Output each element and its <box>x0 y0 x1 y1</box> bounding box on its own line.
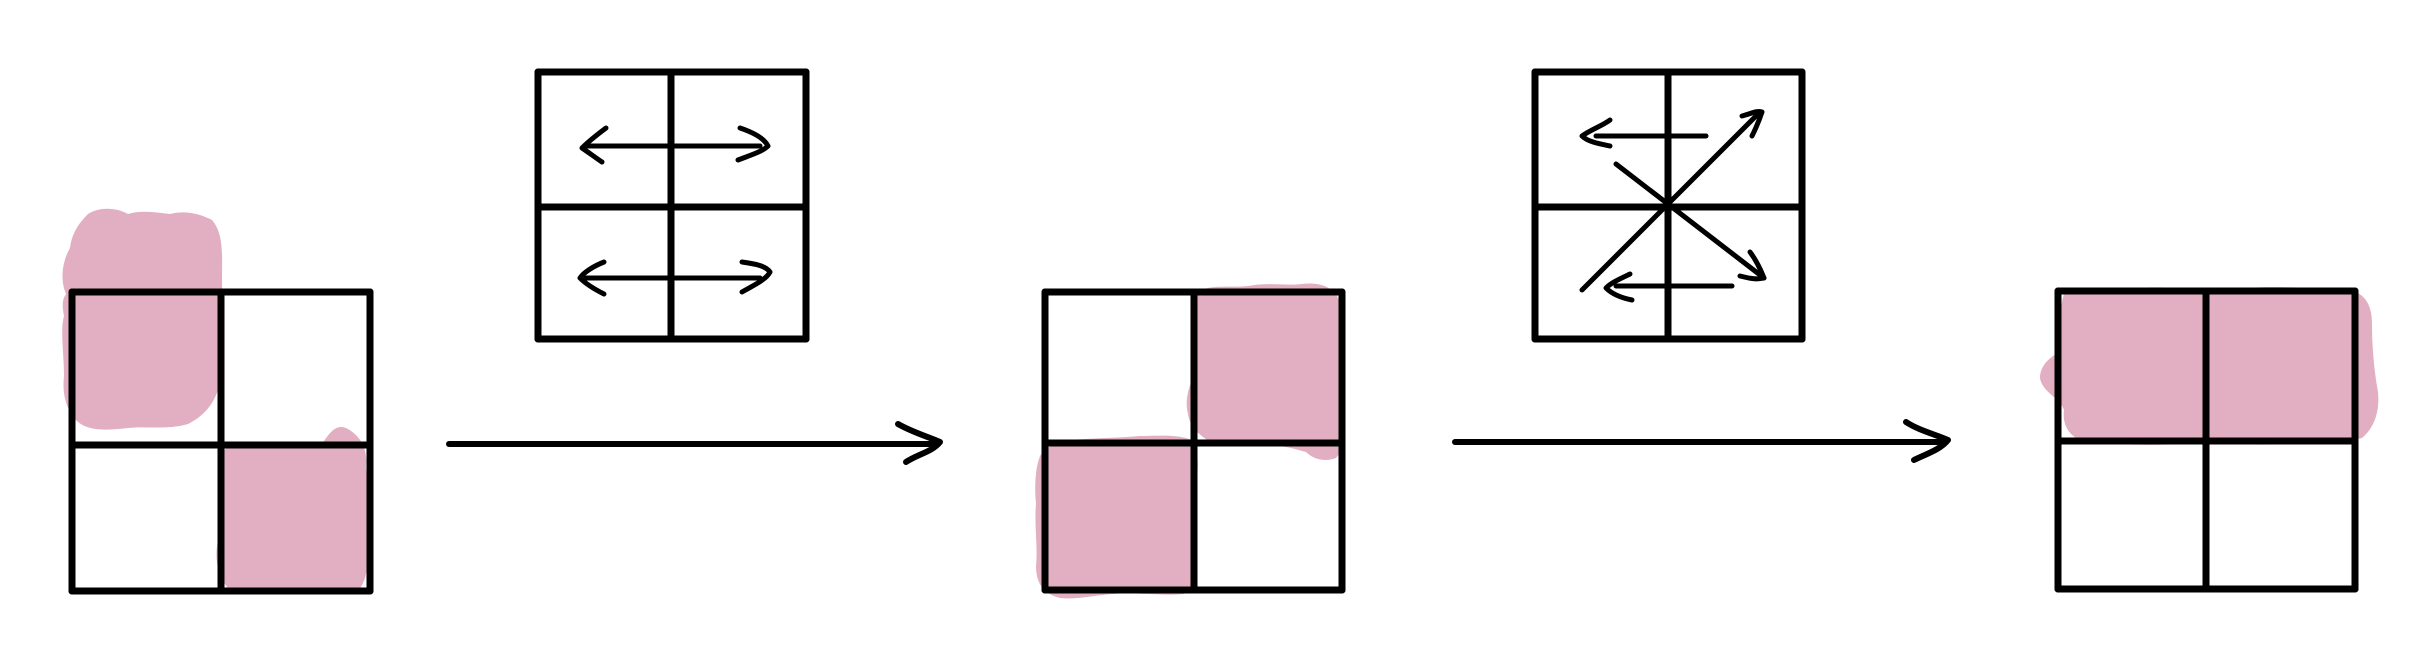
state-1-cell-bottom-right-fill <box>216 426 368 593</box>
diagonal-arrow-icon <box>1579 109 1765 293</box>
state-2-grid <box>1035 283 1346 599</box>
left-arrow-icon <box>1579 117 1709 149</box>
state-1-cell-top-left-fill <box>62 208 223 430</box>
state-3-grid <box>2040 287 2379 593</box>
transition-arrow-1 <box>446 421 943 465</box>
left-right-arrow-icon <box>579 125 771 165</box>
state-2-cell-bottom-left-fill <box>1035 435 1198 599</box>
state-1-grid <box>62 208 374 595</box>
transition-arrow-2 <box>1452 419 1951 463</box>
state-2-cell-top-right-fill <box>1186 283 1345 460</box>
transform-1-hint <box>534 68 810 343</box>
transform-2-hint <box>1531 68 1806 343</box>
left-right-arrow-icon <box>577 259 773 297</box>
diagonal-arrow-icon <box>1613 161 1767 282</box>
left-arrow-icon <box>1603 271 1735 303</box>
